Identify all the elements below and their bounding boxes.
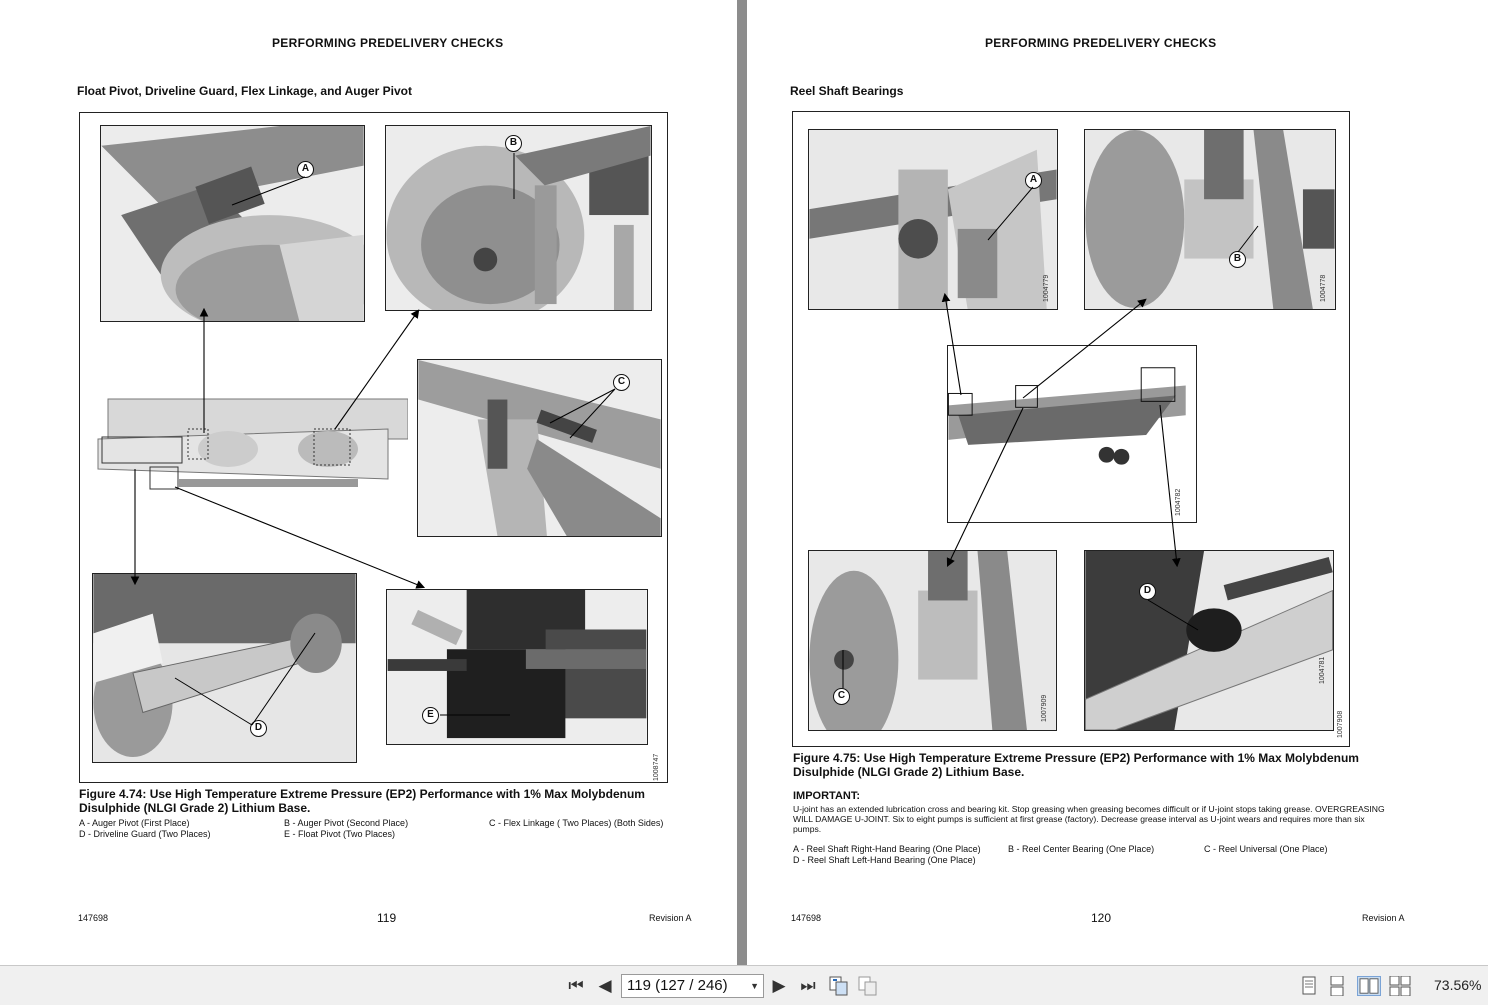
figure-panel-auger-pivot-b	[385, 125, 652, 311]
figure-panel-flex-linkage	[417, 359, 662, 537]
previous-page-icon[interactable]: ◀	[598, 976, 612, 995]
page-header: PERFORMING PREDELIVERY CHECKS	[272, 36, 504, 50]
callout-b: B	[1229, 251, 1246, 268]
viewer-toolbar: ⏮ ◀ 119 (127 / 246) ▼ ▶ ⏭ 73.56%	[0, 965, 1488, 1005]
callout-b: B	[505, 135, 522, 152]
legend-item-a: A - Auger Pivot (First Place)	[79, 818, 190, 828]
footer-revision: Revision A	[1362, 913, 1405, 923]
single-page-icon[interactable]	[1300, 976, 1318, 996]
figure-panel-reel-center-bearing	[1084, 129, 1336, 310]
legend-item-b: B - Reel Center Bearing (One Place)	[1008, 844, 1155, 854]
last-page-icon[interactable]: ⏭	[800, 976, 816, 995]
figure-id: 1008747	[653, 753, 660, 781]
callout-c: C	[613, 374, 630, 391]
facing-icon[interactable]	[1357, 976, 1381, 996]
footer-doc-number: 147698	[78, 913, 109, 923]
callout-c: C	[833, 688, 850, 705]
footer-page-number: 119	[377, 911, 397, 925]
chevron-down-icon: ▼	[750, 981, 759, 991]
legend-item-a: A - Reel Shaft Right-Hand Bearing (One P…	[793, 844, 981, 854]
panel-id-center: 1004782	[1175, 488, 1182, 516]
continuous-icon[interactable]	[1328, 976, 1346, 996]
first-page-icon[interactable]: ⏮	[568, 976, 584, 995]
pdf-page-120: PERFORMING PREDELIVERY CHECKS Reel Shaft…	[747, 0, 1488, 965]
page-header: PERFORMING PREDELIVERY CHECKS	[985, 36, 1217, 50]
legend-item-c: C - Flex Linkage ( Two Places) (Both Sid…	[489, 818, 664, 828]
previous-view-icon[interactable]	[829, 976, 849, 996]
panel-id-bottom-right: 1004781	[1319, 656, 1326, 684]
page-number-select[interactable]: 119 (127 / 246) ▼	[621, 974, 764, 998]
figure-panel-reel-lh-bearing	[1084, 550, 1334, 731]
footer-page-number: 120	[1091, 911, 1112, 925]
callout-a: A	[1025, 172, 1042, 189]
figure-4-74: A B	[79, 112, 668, 783]
callout-a: A	[297, 161, 314, 178]
document-viewport[interactable]: PERFORMING PREDELIVERY CHECKS Float Pivo…	[0, 0, 1488, 965]
section-title: Float Pivot, Driveline Guard, Flex Linka…	[77, 84, 412, 98]
continuous-facing-icon[interactable]	[1389, 976, 1411, 996]
figure-panel-reel-rh-bearing	[808, 129, 1058, 310]
figure-4-75: A 1004779 B 1004778	[792, 111, 1350, 747]
legend-item-e: E - Float Pivot (Two Places)	[284, 829, 396, 839]
footer-revision: Revision A	[649, 913, 692, 923]
figure-panel-reel-universal	[808, 550, 1057, 731]
next-view-icon[interactable]	[858, 976, 878, 996]
important-title: IMPORTANT:	[793, 790, 861, 802]
callout-d: D	[1139, 583, 1156, 600]
figure-overview-reel	[947, 345, 1197, 523]
figure-caption: Figure 4.74: Use High Temperature Extrem…	[79, 787, 645, 815]
callout-e: E	[422, 707, 439, 724]
figure-id: 1007908	[1337, 710, 1344, 738]
legend-item-d: D - Reel Shaft Left-Hand Bearing (One Pl…	[793, 855, 976, 865]
pdf-page-119: PERFORMING PREDELIVERY CHECKS Float Pivo…	[0, 0, 737, 965]
panel-id-top-right: 1004778	[1320, 274, 1327, 302]
figure-caption: Figure 4.75: Use High Temperature Extrem…	[793, 751, 1359, 779]
legend-item-c: C - Reel Universal (One Place)	[1204, 844, 1328, 854]
figure-panel-driveline-guard	[92, 573, 357, 763]
figure-panel-auger-pivot-a	[100, 125, 365, 322]
footer-doc-number: 147698	[791, 913, 822, 923]
legend-item-d: D - Driveline Guard (Two Places)	[79, 829, 211, 839]
panel-id-bottom-left: 1007909	[1041, 694, 1048, 722]
legend-item-b: B - Auger Pivot (Second Place)	[284, 818, 409, 828]
important-text: U-joint has an extended lubrication cros…	[793, 804, 1385, 834]
section-title: Reel Shaft Bearings	[790, 84, 904, 98]
next-page-icon[interactable]: ▶	[772, 976, 786, 995]
zoom-level[interactable]: 73.56%	[1434, 977, 1482, 993]
panel-id-top-left: 1004779	[1043, 274, 1050, 302]
figure-overview-header	[88, 389, 408, 491]
page-indicator: 119 (127 / 246)	[627, 977, 728, 994]
callout-d: D	[250, 720, 267, 737]
